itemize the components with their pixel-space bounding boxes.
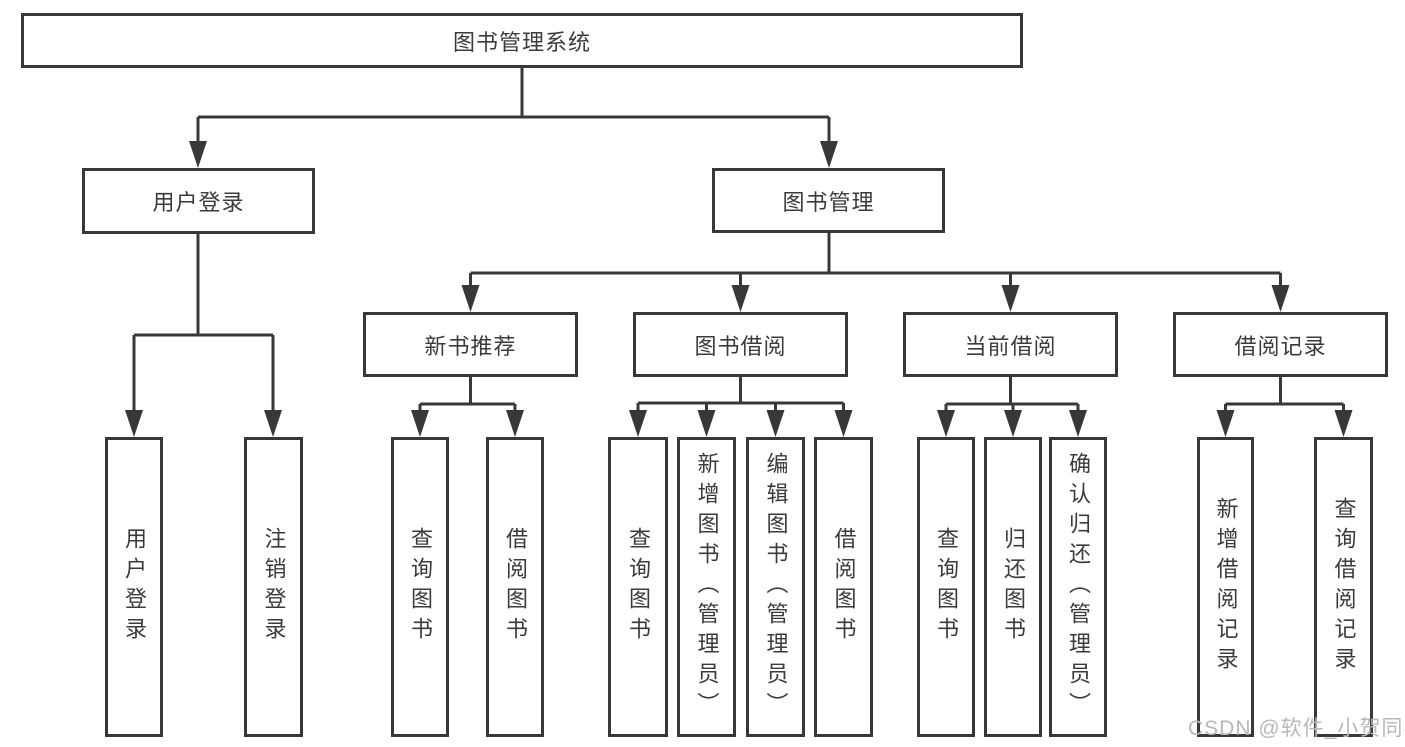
leaf-add-borrow-record: 新增借阅记录 bbox=[1197, 437, 1254, 737]
leaf-query-borrow-record-label: 查询借阅记录 bbox=[1331, 497, 1357, 677]
leaf-query-book-recommend-label: 查询图书 bbox=[408, 527, 433, 647]
leaf-logout-login-label: 注销登录 bbox=[261, 527, 287, 647]
node-root: 图书管理系统 bbox=[21, 13, 1023, 68]
leaf-borrow-book: 借阅图书 bbox=[814, 437, 873, 737]
leaf-borrow-book-recommend-label: 借阅图书 bbox=[503, 527, 528, 647]
arrow-down-icon bbox=[766, 410, 785, 437]
leaf-return-book-label: 归还图书 bbox=[1001, 527, 1026, 647]
arrow-down-icon bbox=[1216, 410, 1235, 437]
connector-root-to-level2 bbox=[196, 68, 831, 145]
leaf-query-book-current: 查询图书 bbox=[917, 437, 975, 737]
leaf-edit-book-admin: 编辑图书（管理员） bbox=[746, 437, 805, 737]
node-book-borrow-label: 图书借阅 bbox=[694, 333, 787, 359]
connector-user-login-to-leaves bbox=[132, 234, 275, 414]
leaf-borrow-book-label: 借阅图书 bbox=[831, 527, 857, 647]
csdn-watermark: CSDN @软件_小贺同学 bbox=[1188, 717, 1405, 740]
leaf-borrow-book-recommend: 借阅图书 bbox=[486, 437, 544, 737]
arrow-down-icon bbox=[264, 410, 282, 437]
arrow-down-icon bbox=[1069, 410, 1087, 437]
connector-current-borrow-to-leaves bbox=[944, 377, 1080, 414]
arrow-down-icon bbox=[629, 410, 647, 437]
leaf-query-book-recommend: 查询图书 bbox=[391, 437, 449, 737]
connector-new-book-to-leaves bbox=[418, 377, 517, 414]
arrow-down-icon bbox=[834, 410, 853, 437]
node-user-login: 用户登录 bbox=[82, 168, 315, 234]
leaf-logout-login: 注销登录 bbox=[244, 437, 303, 737]
leaf-user-login: 用户登录 bbox=[105, 437, 163, 737]
arrow-down-icon bbox=[506, 410, 524, 437]
arrow-down-icon bbox=[820, 141, 838, 168]
arrow-down-icon bbox=[461, 285, 480, 312]
leaf-query-borrow-record: 查询借阅记录 bbox=[1314, 437, 1373, 737]
connector-borrow-record-to-leaves bbox=[1224, 377, 1345, 414]
node-current-borrow-label: 当前借阅 bbox=[964, 333, 1057, 359]
node-current-borrow: 当前借阅 bbox=[903, 312, 1118, 377]
node-new-book-recommend: 新书推荐 bbox=[363, 312, 578, 377]
arrow-down-icon bbox=[1334, 410, 1353, 437]
connector-book-borrow-to-leaves bbox=[636, 377, 845, 414]
node-book-borrow: 图书借阅 bbox=[633, 312, 848, 377]
arrow-down-icon bbox=[937, 410, 955, 437]
arrow-down-icon bbox=[411, 410, 429, 437]
arrow-down-icon bbox=[1004, 410, 1022, 437]
leaf-query-book-borrow-label: 查询图书 bbox=[626, 527, 651, 647]
arrow-down-icon bbox=[125, 410, 143, 437]
arrow-down-icon bbox=[1271, 285, 1290, 312]
node-new-book-recommend-label: 新书推荐 bbox=[424, 333, 517, 359]
arrow-down-icon bbox=[697, 410, 716, 437]
leaf-query-book-current-label: 查询图书 bbox=[934, 527, 959, 647]
leaf-add-borrow-record-label: 新增借阅记录 bbox=[1213, 497, 1239, 677]
leaf-confirm-return-admin: 确认归还（管理员） bbox=[1049, 437, 1107, 737]
leaf-return-book: 归还图书 bbox=[984, 437, 1042, 737]
node-user-login-label: 用户登录 bbox=[152, 190, 245, 215]
node-borrow-record-label: 借阅记录 bbox=[1234, 333, 1327, 359]
leaf-query-book-borrow: 查询图书 bbox=[608, 437, 668, 737]
leaf-add-book-admin-label: 新增图书（管理员） bbox=[694, 452, 720, 722]
node-book-management-label: 图书管理 bbox=[782, 189, 875, 215]
leaf-user-login-label: 用户登录 bbox=[122, 527, 147, 647]
node-root-label: 图书管理系统 bbox=[452, 29, 591, 55]
arrow-down-icon bbox=[1001, 285, 1020, 312]
node-book-management: 图书管理 bbox=[712, 168, 945, 233]
node-borrow-record: 借阅记录 bbox=[1173, 312, 1388, 377]
arrow-down-icon bbox=[731, 285, 750, 312]
connector-book-mgmt-to-level3 bbox=[469, 233, 1282, 289]
arrow-down-icon bbox=[189, 141, 207, 168]
leaf-confirm-return-admin-label: 确认归还（管理员） bbox=[1066, 452, 1091, 722]
leaf-edit-book-admin-label: 编辑图书（管理员） bbox=[763, 452, 789, 722]
leaf-add-book-admin: 新增图书（管理员） bbox=[677, 437, 736, 737]
